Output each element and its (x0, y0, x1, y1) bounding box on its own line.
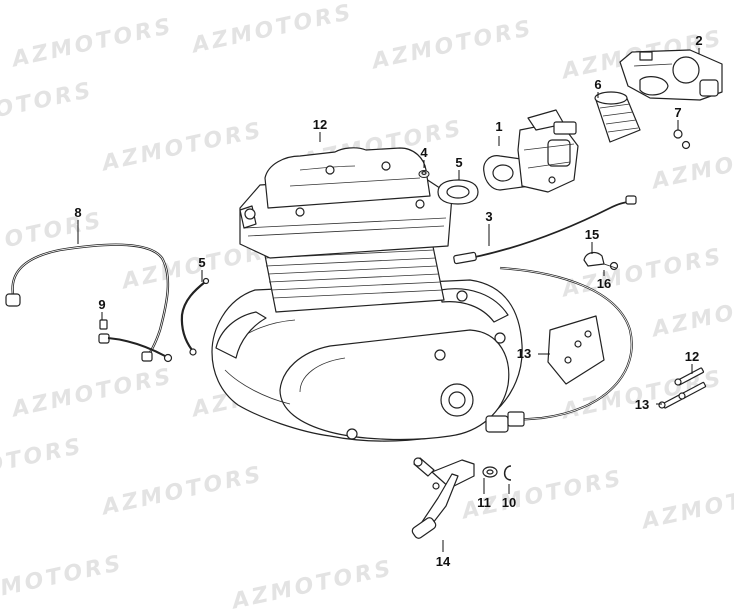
part-12-bolts (674, 367, 707, 400)
part-16-bolt (603, 261, 619, 271)
callout-9: 9 (98, 297, 105, 312)
part-4-washer (418, 170, 430, 178)
callout-13-cover: 13 (517, 346, 531, 361)
callout-14: 14 (436, 554, 451, 569)
callout-12-engine: 12 (313, 117, 327, 132)
callout-7: 7 (674, 105, 681, 120)
callout-13-bolt: 13 (635, 397, 649, 412)
part-13-sprocket-cover (547, 315, 605, 385)
part-14-kick-lever (411, 457, 475, 539)
callout-8: 8 (74, 205, 81, 220)
callout-1: 1 (495, 119, 502, 134)
callout-16: 16 (597, 276, 611, 291)
part-3-throttle-cable (453, 195, 637, 265)
callout-10: 10 (502, 495, 516, 510)
part-8-cable (5, 243, 170, 362)
part-11-washer (482, 466, 498, 478)
part-6-intake-boot (594, 91, 641, 143)
part-7-fasteners (673, 129, 691, 150)
engine-assembly (211, 147, 523, 442)
part-9-wire (98, 319, 173, 363)
cylinder-fins (263, 241, 444, 299)
line-drawing: 1 2 3 4 5 5 6 7 8 9 10 11 12 12 13 13 14… (5, 33, 723, 569)
part-5-gasket (437, 179, 479, 205)
callout-12-bolts: 12 (685, 349, 699, 364)
part-10-circlip (503, 465, 512, 481)
part-5-wire (180, 277, 210, 356)
callout-5-gasket: 5 (455, 155, 462, 170)
callout-2: 2 (695, 33, 702, 48)
callout-3: 3 (485, 209, 492, 224)
callout-15: 15 (585, 227, 599, 242)
callout-4: 4 (420, 145, 428, 160)
part-13-clutch-cable (485, 266, 633, 433)
part-1-carburetor (483, 109, 579, 193)
part-2-air-filter-housing (619, 49, 723, 101)
callout-6: 6 (594, 77, 601, 92)
leader-lines (77, 48, 700, 552)
callout-11: 11 (477, 495, 491, 510)
callout-5-wire: 5 (198, 255, 205, 270)
part-15-clip (583, 251, 605, 267)
callout-labels: 1 2 3 4 5 5 6 7 8 9 10 11 12 12 13 13 14… (74, 33, 702, 569)
